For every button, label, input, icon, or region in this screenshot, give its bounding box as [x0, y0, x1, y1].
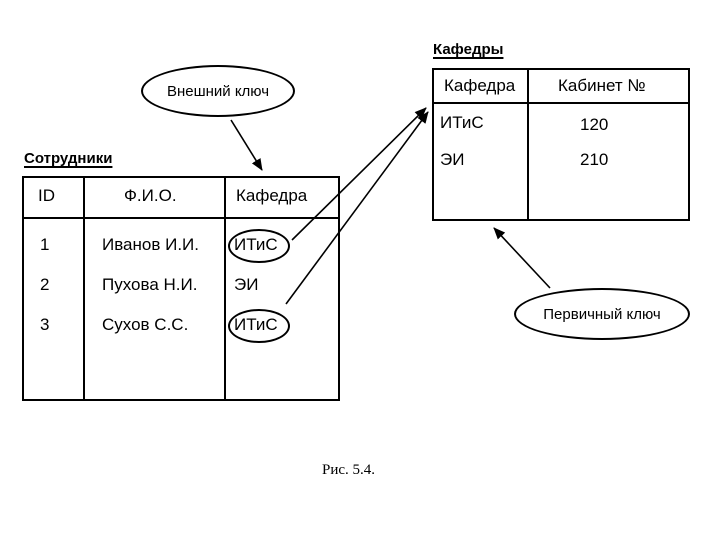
- employees-row-3-name: Сухов С.С.: [102, 315, 189, 334]
- employees-header-dept: Кафедра: [236, 186, 308, 205]
- employees-header-divider: [22, 217, 340, 219]
- employees-col-divider-1: [83, 176, 85, 401]
- fk-link-arrow-1: [291, 107, 427, 241]
- departments-row-1-room: 120: [580, 115, 609, 134]
- departments-row-2-dept: ЭИ: [440, 150, 465, 169]
- employees-row-1-id: 1: [40, 235, 50, 254]
- employees-title: Сотрудники: [24, 150, 113, 167]
- departments-table: [432, 68, 690, 221]
- employees-row-2-id: 2: [40, 275, 50, 294]
- primary-key-callout-arrow: [493, 227, 551, 289]
- foreign-key-callout: Внешний ключ: [141, 65, 295, 117]
- employees-row-1-name: Иванов И.И.: [102, 235, 199, 254]
- departments-header-dept: Кафедра: [444, 76, 516, 95]
- employees-header-name: Ф.И.О.: [124, 186, 177, 205]
- figure-caption: Рис. 5.4.: [322, 462, 376, 478]
- departments-row-1-dept: ИТиС: [440, 113, 484, 132]
- departments-header-divider: [432, 102, 690, 104]
- employees-row-2-name: Пухова Н.И.: [102, 275, 198, 294]
- employees-header-id: ID: [38, 186, 55, 205]
- foreign-key-callout-arrow: [230, 119, 263, 171]
- foreign-key-highlight-3: [228, 309, 290, 343]
- departments-row-2-room: 210: [580, 150, 609, 169]
- employees-row-3-id: 3: [40, 315, 50, 334]
- employees-table: [22, 176, 340, 401]
- departments-col-divider: [527, 68, 529, 221]
- fk-link-arrow-2: [285, 111, 429, 305]
- foreign-key-highlight-1: [228, 229, 290, 263]
- employees-col-divider-2: [224, 176, 226, 401]
- departments-title: Кафедры: [433, 41, 504, 58]
- departments-header-room: Кабинет №: [558, 76, 646, 95]
- primary-key-callout: Первичный ключ: [514, 288, 690, 340]
- employees-row-2-dept: ЭИ: [234, 275, 259, 294]
